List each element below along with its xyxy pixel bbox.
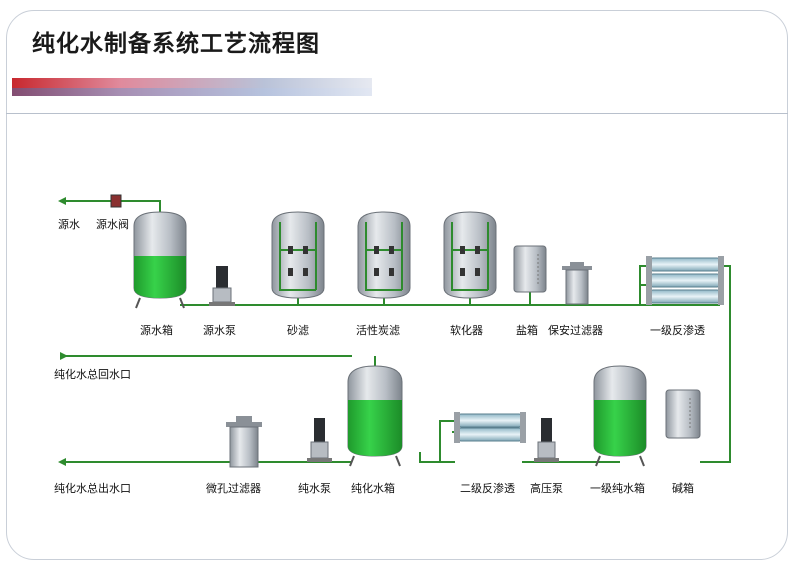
label-carbon-filter: 活性炭滤 bbox=[356, 324, 400, 337]
label-salt-tank: 盐箱 bbox=[516, 324, 538, 337]
label-ro1-tank: 一级纯水箱 bbox=[590, 482, 645, 495]
label-outlet-port: 纯化水总出水口 bbox=[54, 482, 131, 495]
ro1-water-tank-vessel bbox=[593, 365, 647, 467]
micro-filter-vessel bbox=[226, 416, 262, 468]
softener-vessel bbox=[443, 211, 497, 299]
security-filter-vessel bbox=[562, 262, 592, 305]
label-micro-filter: 微孔过滤器 bbox=[206, 482, 261, 495]
label-pure-pump: 纯水泵 bbox=[298, 482, 331, 495]
label-pure-tank: 纯化水箱 bbox=[351, 482, 395, 495]
source-tank-vessel bbox=[133, 211, 187, 309]
source-pump-unit bbox=[209, 266, 235, 306]
header-band-accent bbox=[12, 88, 372, 96]
label-softener: 软化器 bbox=[450, 324, 483, 337]
label-hp-pump: 高压泵 bbox=[530, 482, 563, 495]
pipe-ro1-to-tank bbox=[700, 265, 731, 463]
inlet-arrow bbox=[58, 197, 66, 205]
label-source-valve: 源水阀 bbox=[96, 218, 129, 231]
source-valve-icon bbox=[110, 194, 122, 208]
label-source-water: 源水 bbox=[58, 218, 80, 231]
return-arrow bbox=[60, 352, 68, 360]
pure-pump-unit bbox=[307, 418, 332, 462]
sand-filter-vessel bbox=[271, 211, 325, 299]
ro1-membrane-rack bbox=[646, 256, 724, 305]
label-return-port: 纯化水总回水口 bbox=[54, 368, 131, 381]
label-ro1: 一级反渗透 bbox=[650, 324, 705, 337]
salt-tank-vessel bbox=[513, 245, 547, 293]
pure-water-tank-vessel bbox=[347, 365, 403, 467]
label-ro2: 二级反渗透 bbox=[460, 482, 515, 495]
pipe-source-inlet bbox=[66, 200, 161, 214]
ro2-membrane-rack bbox=[454, 412, 526, 443]
label-source-tank: 源水箱 bbox=[140, 324, 173, 337]
carbon-filter-vessel bbox=[357, 211, 411, 299]
label-security-filter: 保安过滤器 bbox=[548, 324, 603, 337]
page-title: 纯化水制备系统工艺流程图 bbox=[32, 31, 320, 57]
label-source-pump: 源水泵 bbox=[203, 324, 236, 337]
header-divider bbox=[6, 113, 788, 114]
label-alkali-tank: 碱箱 bbox=[672, 482, 694, 495]
outlet-arrow bbox=[58, 458, 66, 466]
alkali-tank-vessel bbox=[665, 389, 701, 439]
label-sand-filter: 砂滤 bbox=[287, 324, 309, 337]
hp-pump-unit bbox=[534, 418, 559, 462]
